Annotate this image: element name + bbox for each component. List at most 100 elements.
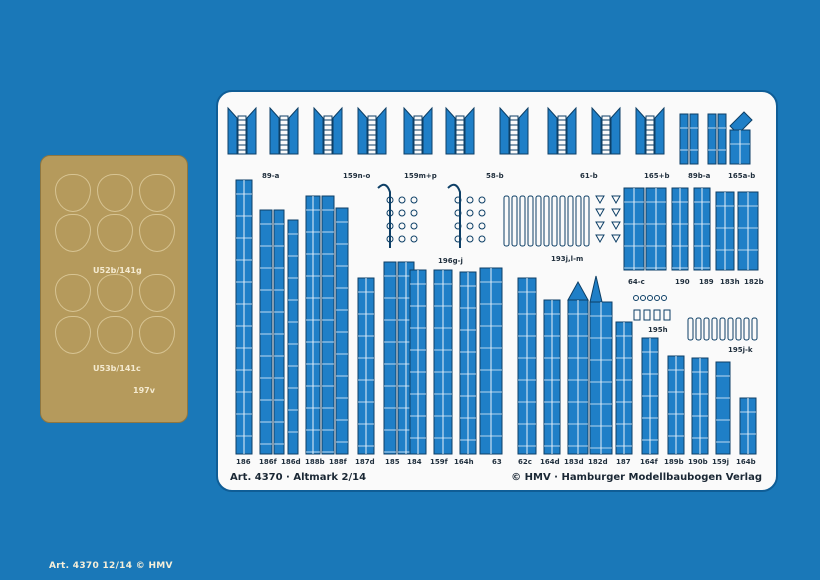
window-panel [259,209,273,455]
window-panel [287,219,299,455]
fitting-part [695,317,702,341]
part-label: 165+b [644,172,670,180]
part-label: 196g-j [438,257,463,265]
part-label: 165a-b [728,172,756,180]
fitting-part [654,295,660,301]
fitting-part [595,234,605,244]
fitting-part [478,235,486,243]
brass-part [55,316,91,354]
part-label: 183h [720,278,740,286]
fitting-part [398,209,406,217]
part-label: 62c [518,458,532,466]
part-label: 164h [454,458,474,466]
fitting-part [398,196,406,204]
brass-part [97,174,133,212]
part-label: 186f [259,458,277,466]
part-label: 89-a [262,172,280,180]
fitting-part [633,295,639,301]
fitting-part [410,235,418,243]
fret-title-left: Art. 4370 · Altmark 2/14 [230,472,367,483]
window-panel [383,261,397,455]
part-label: 188b [305,458,325,466]
ladder-part [591,106,602,155]
fitting-part [711,317,718,341]
window-panel [567,280,589,301]
part-label: 164d [540,458,560,466]
ladder-part [246,106,257,155]
ladder-part [313,106,324,155]
fitting-part [567,195,574,247]
brass-part [139,316,175,354]
brass-part [55,174,91,212]
fitting-part [575,195,582,247]
ladder-part [635,106,646,155]
fitting-part [595,195,605,205]
part-label: 187d [355,458,375,466]
fitting-part [611,208,621,218]
ladder-part [610,106,621,155]
part-label: 159m+p [404,172,437,180]
ladder-part [269,106,280,155]
part-label: 64-c [628,278,645,286]
photoetch-fret: 89-a 159n-o 159m+p 58-b 61-b 165+b 89b-a… [216,90,778,492]
part-label: 159f [430,458,448,466]
fitting-part [478,209,486,217]
fitting-part [410,209,418,217]
fitting-part [703,317,710,341]
fitting-part [535,195,542,247]
window-panel [273,209,285,455]
window-panel [689,113,699,165]
part-label: 183d [564,458,584,466]
ladder-part [357,106,368,155]
fitting-part [559,195,566,247]
fitting-part [643,309,651,321]
ladder-part [227,106,238,155]
fitting-part [719,317,726,341]
window-panel [715,361,731,455]
fitting-part [735,317,742,341]
fitting-part [478,196,486,204]
brass-label: U53b/141c [93,364,141,373]
ladder-part [376,106,387,155]
fitting-part [661,295,667,301]
part-label: 182d [588,458,608,466]
part-label: 61-b [580,172,598,180]
fitting-part [543,195,550,247]
window-panel [335,207,349,455]
part-label: 63 [492,458,502,466]
part-label: 159n-o [343,172,371,180]
brass-label: 197v [133,386,155,395]
part-label: 58-b [486,172,504,180]
brass-part [55,274,91,312]
part-label: 187 [616,458,631,466]
brass-part [139,274,175,312]
part-label: 195h [648,326,668,334]
fitting-part [478,222,486,230]
fitting-part [743,317,750,341]
fitting-part [727,317,734,341]
fitting-part [663,309,671,321]
ladder-part [332,106,343,155]
ladder-part [288,106,299,155]
fitting-part [377,183,391,248]
part-label: 182b [744,278,764,286]
part-label: 164b [736,458,756,466]
fitting-part [687,317,694,341]
fitting-part [751,317,758,341]
fitting-part [611,195,621,205]
brass-part [139,214,175,252]
ladder-part [654,106,665,155]
fitting-part [640,295,646,301]
fitting-part [447,183,461,248]
fitting-part [595,208,605,218]
fitting-part [633,309,641,321]
fitting-part [647,295,653,301]
fitting-part [519,195,526,247]
ladder-part [403,106,414,155]
part-label: 189 [699,278,714,286]
part-label: 190b [688,458,708,466]
brass-title: Art. 4370 12/14 © HMV [49,561,173,571]
window-panel [679,113,689,165]
fitting-part [595,221,605,231]
ladder-part [566,106,577,155]
